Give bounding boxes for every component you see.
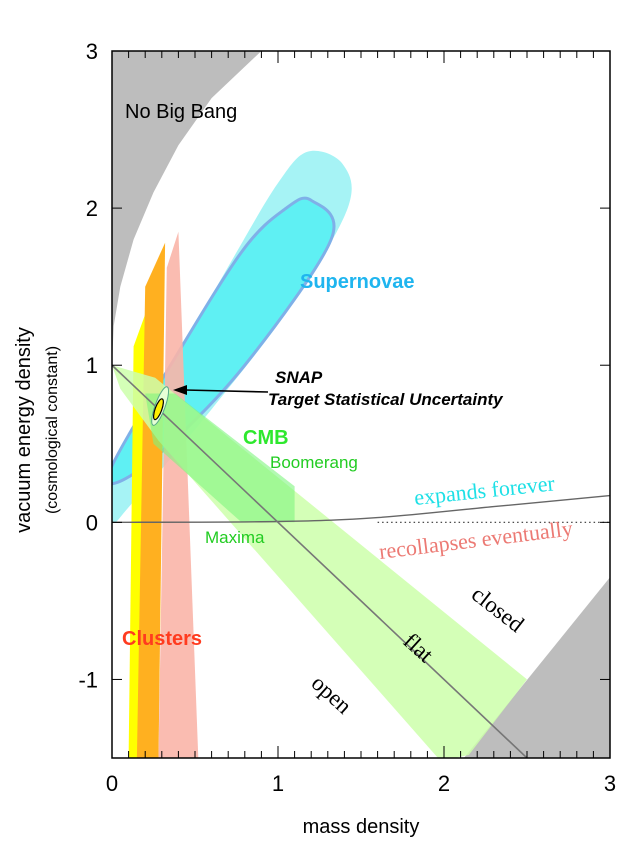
x-tick-label: 2	[438, 771, 450, 796]
cmb-label: CMB	[243, 427, 289, 449]
maxima-label: Maxima	[205, 528, 265, 547]
snap-label-line2: Target Statistical Uncertainty	[268, 390, 504, 409]
no-big-bang-label: No Big Bang	[125, 101, 237, 123]
y-axis-title: vacuum energy density	[13, 327, 35, 533]
tick-labels: 0 1 2 3 -1 0 1 2 3	[78, 39, 616, 796]
y-tick-label: -1	[78, 667, 98, 692]
snap-arrow	[173, 385, 269, 395]
recollapses-label: recollapses eventually	[378, 515, 574, 564]
y-tick-label: 3	[86, 39, 98, 64]
plot-area	[112, 51, 610, 758]
y-axis-subtitle: (cosmological constant)	[44, 346, 61, 514]
x-tick-label: 3	[604, 771, 616, 796]
cmb-maxima-region	[145, 393, 295, 523]
y-tick-label: 1	[86, 353, 98, 378]
x-axis-title: mass density	[303, 816, 420, 838]
snap-inner-ellipse	[152, 398, 164, 421]
closed-label: closed	[467, 581, 529, 637]
no-big-bang-region	[112, 51, 262, 366]
open-label: open	[307, 670, 357, 719]
flat-universe-line	[112, 364, 528, 758]
clusters-band-pink	[158, 231, 199, 758]
y-tick-label: 0	[86, 510, 98, 535]
x-tick-label: 0	[106, 771, 118, 796]
x-tick-label: 1	[272, 771, 284, 796]
y-tick-label: 2	[86, 196, 98, 221]
snap-label-line1: SNAP	[275, 368, 323, 387]
boomerang-label: Boomerang	[270, 453, 358, 472]
clusters-label: Clusters	[122, 628, 202, 650]
supernovae-label: Supernovae	[300, 271, 414, 293]
frame-ticks	[111, 50, 611, 759]
clusters-band-orange	[136, 242, 166, 758]
expands-forever-label: expands forever	[413, 470, 557, 510]
expansion-boundary-line	[112, 494, 610, 523]
